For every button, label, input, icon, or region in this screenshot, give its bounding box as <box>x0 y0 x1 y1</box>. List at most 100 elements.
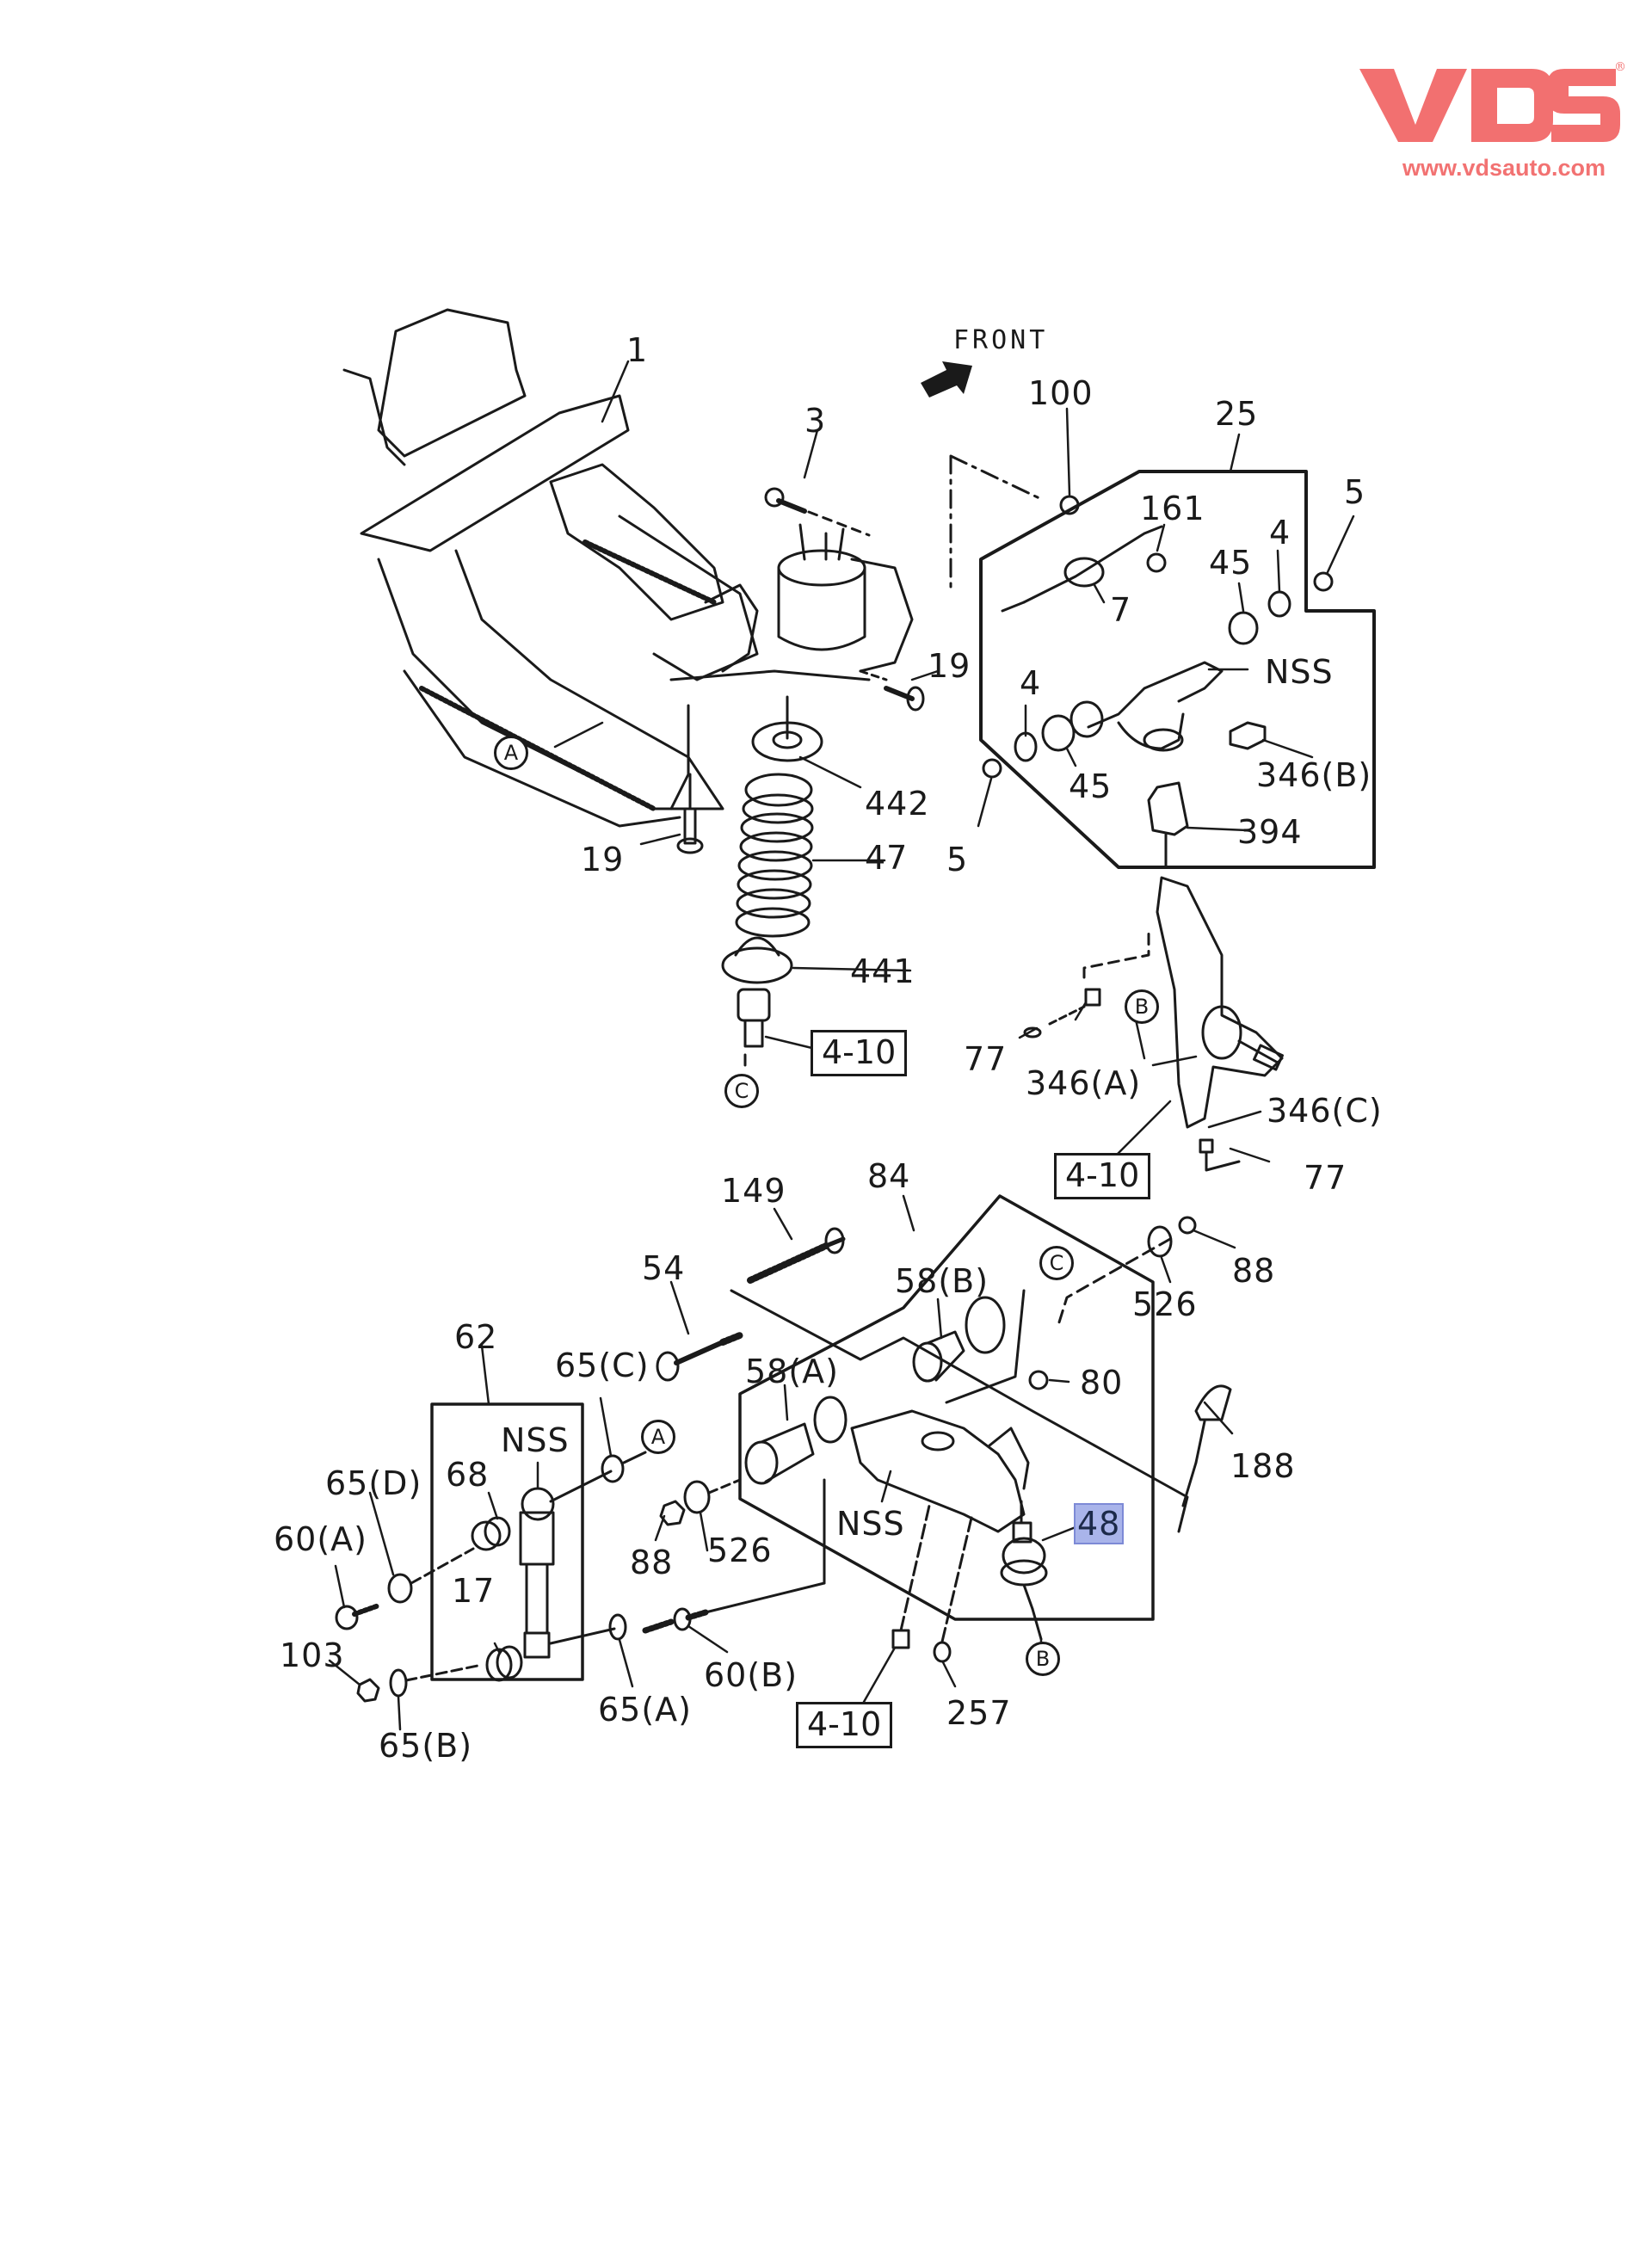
callout-77-left: 77 <box>964 1040 1008 1078</box>
bolt-part-19-right <box>859 669 925 712</box>
callout-65c: 65(C) <box>555 1347 650 1384</box>
nut-part-88-low <box>659 1500 686 1526</box>
reference-box-4-10-knuckle[interactable]: 4-10 <box>1054 1153 1151 1199</box>
callout-nss-lower: NSS <box>836 1505 905 1543</box>
bolt-part-60a <box>335 1603 381 1630</box>
callout-80: 80 <box>1080 1364 1124 1402</box>
callout-54: 54 <box>642 1249 686 1287</box>
lower-arm-assembly-box-84 <box>738 1194 1155 1621</box>
callout-65b: 65(B) <box>379 1727 473 1765</box>
callout-17: 17 <box>452 1572 496 1610</box>
callout-88-top: 88 <box>1232 1252 1276 1290</box>
front-direction-label: FRONT <box>953 325 1049 355</box>
nut-part-257 <box>933 1513 974 1663</box>
callout-346b: 346(B) <box>1256 756 1372 794</box>
callout-65a: 65(A) <box>598 1691 692 1729</box>
callout-19-left: 19 <box>581 841 625 878</box>
steering-knuckle <box>1023 876 1284 1172</box>
callout-346a: 346(A) <box>1026 1064 1142 1102</box>
bolt-part-3 <box>764 487 871 537</box>
vds-logo: ® www.vdsauto.com <box>1351 60 1626 181</box>
marker-b-balljoint: B <box>1026 1642 1060 1676</box>
spring-seat-part-442 <box>751 695 823 762</box>
marker-a-frame: A <box>494 736 528 770</box>
callout-nss-upper: NSS <box>1265 653 1334 691</box>
shock-absorber <box>519 1470 616 1659</box>
front-arrow-icon <box>921 361 972 398</box>
nut-part-103 <box>356 1678 380 1703</box>
washer-part-65b <box>389 1668 408 1698</box>
washer-part-526-top <box>1147 1225 1173 1258</box>
callout-1: 1 <box>626 331 649 369</box>
callout-60b: 60(B) <box>704 1656 798 1694</box>
upper-arm-assembly-box-25 <box>979 470 1376 869</box>
marker-c-arm: C <box>1039 1246 1074 1280</box>
callout-394: 394 <box>1237 813 1303 851</box>
bolt-part-149 <box>747 1227 846 1284</box>
nut-lower-ref <box>891 1504 931 1649</box>
leader-part-100 <box>949 454 1043 595</box>
bushing-part-68 <box>471 1516 511 1551</box>
callout-526-top: 526 <box>1132 1285 1198 1323</box>
marker-b-knuckle: B <box>1125 989 1159 1024</box>
callout-45-top: 45 <box>1209 544 1253 582</box>
callout-58a: 58(A) <box>745 1353 839 1390</box>
callout-442: 442 <box>865 785 930 823</box>
registered-mark: ® <box>1614 60 1626 74</box>
crossmember-part-1 <box>342 308 914 828</box>
callout-5-low: 5 <box>946 841 969 878</box>
callout-149: 149 <box>721 1172 786 1210</box>
stabilizer-link-part-188 <box>1181 1384 1232 1507</box>
callout-5-top: 5 <box>1344 473 1366 511</box>
callout-68: 68 <box>446 1456 490 1494</box>
bushing-part-58a <box>744 1396 848 1485</box>
washer-part-526-low <box>683 1480 711 1514</box>
callout-84: 84 <box>867 1157 911 1195</box>
callout-77-right: 77 <box>1304 1159 1347 1197</box>
lower-control-arm <box>850 1370 1049 1533</box>
callout-88-low: 88 <box>630 1544 674 1581</box>
callout-3: 3 <box>804 402 827 440</box>
callout-526-low: 526 <box>707 1532 773 1569</box>
bushing-part-17 <box>485 1645 523 1682</box>
reference-box-4-10-spring[interactable]: 4-10 <box>811 1030 908 1076</box>
callout-257: 257 <box>946 1694 1012 1732</box>
callout-45-low: 45 <box>1069 767 1113 805</box>
callout-58b: 58(B) <box>895 1262 989 1300</box>
callout-62: 62 <box>454 1318 498 1356</box>
callout-65d: 65(D) <box>325 1464 422 1502</box>
callout-346c: 346(C) <box>1267 1092 1383 1130</box>
shock-absorber-box-62 <box>430 1402 584 1681</box>
callout-161: 161 <box>1140 490 1205 527</box>
stopper-bolt <box>737 988 771 1067</box>
ball-joint-part-48 <box>1000 1500 1048 1641</box>
bolt-part-19-left <box>676 773 704 854</box>
washer-part-65d <box>387 1573 413 1604</box>
callout-103: 103 <box>280 1636 345 1674</box>
leader-lines <box>328 360 1355 1731</box>
washer-part-65c <box>601 1454 625 1483</box>
marker-a-shock: A <box>641 1420 675 1454</box>
bolt-part-60b <box>642 1478 826 1634</box>
callout-nss-shock: NSS <box>501 1421 570 1459</box>
highlighted-part-48[interactable]: 48 <box>1074 1503 1125 1544</box>
callout-441: 441 <box>850 952 915 990</box>
nut-part-88-top <box>1178 1216 1197 1235</box>
callout-4-top: 4 <box>1269 514 1291 552</box>
callout-188: 188 <box>1230 1447 1296 1485</box>
lower-arm-inner-outline <box>730 1289 1189 1533</box>
callout-19-right: 19 <box>928 647 971 685</box>
callout-7: 7 <box>1110 591 1132 629</box>
washer-part-65a <box>608 1613 627 1641</box>
callout-60a: 60(A) <box>274 1520 367 1558</box>
callout-48-highlighted[interactable]: 48 <box>1074 1503 1125 1544</box>
bolt-part-54 <box>656 1332 743 1382</box>
callout-47: 47 <box>865 839 909 877</box>
vds-logo-mark: ® <box>1359 60 1626 142</box>
callout-4-low: 4 <box>1020 664 1042 702</box>
callout-25: 25 <box>1215 395 1259 433</box>
reference-box-4-10-lower-arm[interactable]: 4-10 <box>796 1702 893 1748</box>
coil-spring-part-47 <box>735 773 814 938</box>
callout-100: 100 <box>1028 374 1094 412</box>
